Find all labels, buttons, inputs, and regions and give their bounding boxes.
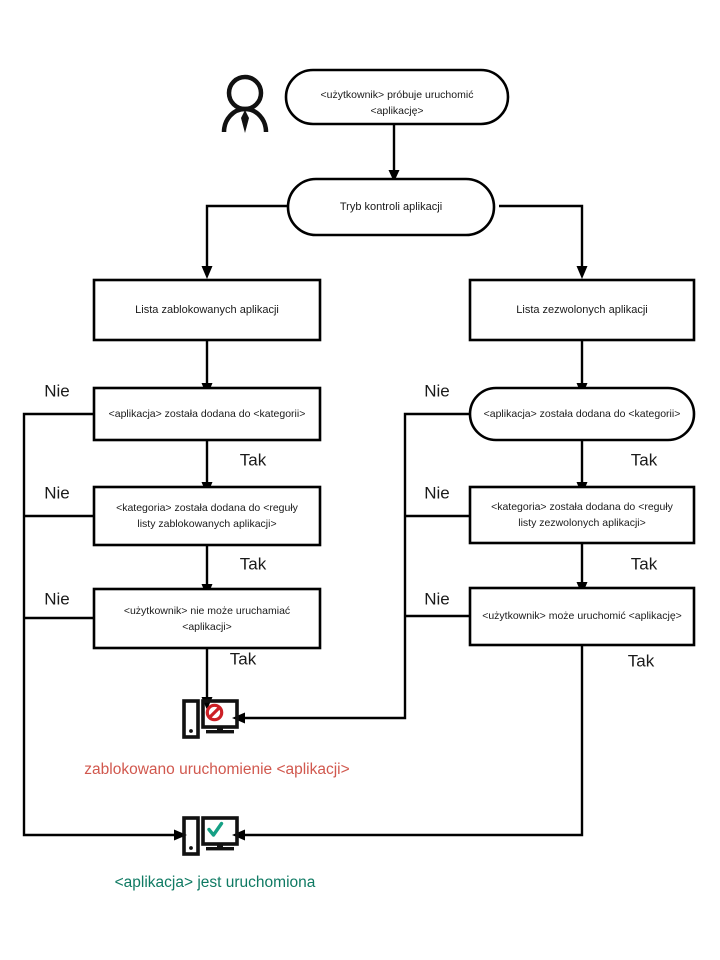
edge-labels: Nie Nie Nie Tak Tak Tak Nie Nie Nie Tak …: [44, 381, 657, 670]
edge-label-left-no-2: Nie: [44, 483, 70, 502]
node-right-category-rule: <kategoria> została dodana do <reguły li…: [468, 485, 696, 545]
outcome-blocked-text: zablokowano uruchomienie <aplikacji>: [84, 761, 349, 778]
node-start-line1: <użytkownik> próbuje uruchomić: [321, 89, 474, 101]
node-right-user-can-run: <użytkownik> może uruchomić <aplikację>: [468, 586, 696, 647]
node-left-user-cannot-run-line1: <użytkownik> nie może uruchamiać: [124, 605, 290, 617]
edge-label-left-yes-2: Tak: [240, 554, 267, 573]
node-start: <użytkownik> próbuje uruchomić <aplikacj…: [284, 68, 510, 126]
node-right-user-can-run-label: <użytkownik> może uruchomić <aplikację>: [482, 610, 682, 622]
edge-label-right-no-2: Nie: [424, 483, 450, 502]
node-left-category-rule-line2: listy zablokowanych aplikacji>: [137, 518, 276, 530]
computer-allowed-icon: [182, 816, 239, 856]
computer-blocked-icon: [182, 699, 239, 739]
edge-label-right-no-3: Nie: [424, 589, 450, 608]
node-control-mode: Tryb kontroli aplikacji: [286, 177, 496, 237]
node-right-app-category-label: <aplikacja> została dodana do <kategorii…: [484, 408, 681, 420]
edge-label-left-yes-3: Tak: [230, 649, 257, 668]
edge-label-right-yes-1: Tak: [631, 450, 658, 469]
node-control-mode-label: Tryb kontroli aplikacji: [340, 201, 442, 213]
node-left-app-category-label: <aplikacja> została dodana do <kategorii…: [109, 408, 306, 420]
node-left-app-category: <aplikacja> została dodana do <kategorii…: [92, 386, 322, 442]
node-blocked-list: Lista zablokowanych aplikacji: [92, 278, 322, 342]
node-left-user-cannot-run-line2: <aplikacji>: [182, 621, 232, 633]
edge-label-left-yes-1: Tak: [240, 450, 267, 469]
node-start-line2: <aplikację>: [370, 105, 423, 117]
node-blocked-list-label: Lista zablokowanych aplikacji: [135, 304, 279, 316]
edge-label-right-yes-2: Tak: [631, 554, 658, 573]
user-person-icon: [221, 74, 269, 133]
node-right-category-rule-line1: <kategoria> została dodana do <reguły: [491, 501, 674, 513]
node-left-user-cannot-run: <użytkownik> nie może uruchamiać <aplika…: [92, 587, 322, 650]
edge-label-right-no-1: Nie: [424, 381, 450, 400]
node-right-category-rule-line2: listy zezwolonych aplikacji>: [518, 517, 646, 529]
edge-label-right-yes-3: Tak: [628, 651, 655, 670]
node-allowed-list: Lista zezwolonych aplikacji: [468, 278, 696, 342]
outcome-allowed-text: <aplikacja> jest uruchomiona: [115, 874, 316, 891]
node-left-category-rule-line1: <kategoria> została dodana do <reguły: [116, 502, 299, 514]
edge-label-left-no-3: Nie: [44, 589, 70, 608]
edge-label-left-no-1: Nie: [44, 381, 70, 400]
node-right-app-category: <aplikacja> została dodana do <kategorii…: [468, 386, 696, 442]
node-left-category-rule: <kategoria> została dodana do <reguły li…: [92, 485, 322, 547]
node-allowed-list-label: Lista zezwolonych aplikacji: [516, 304, 647, 316]
